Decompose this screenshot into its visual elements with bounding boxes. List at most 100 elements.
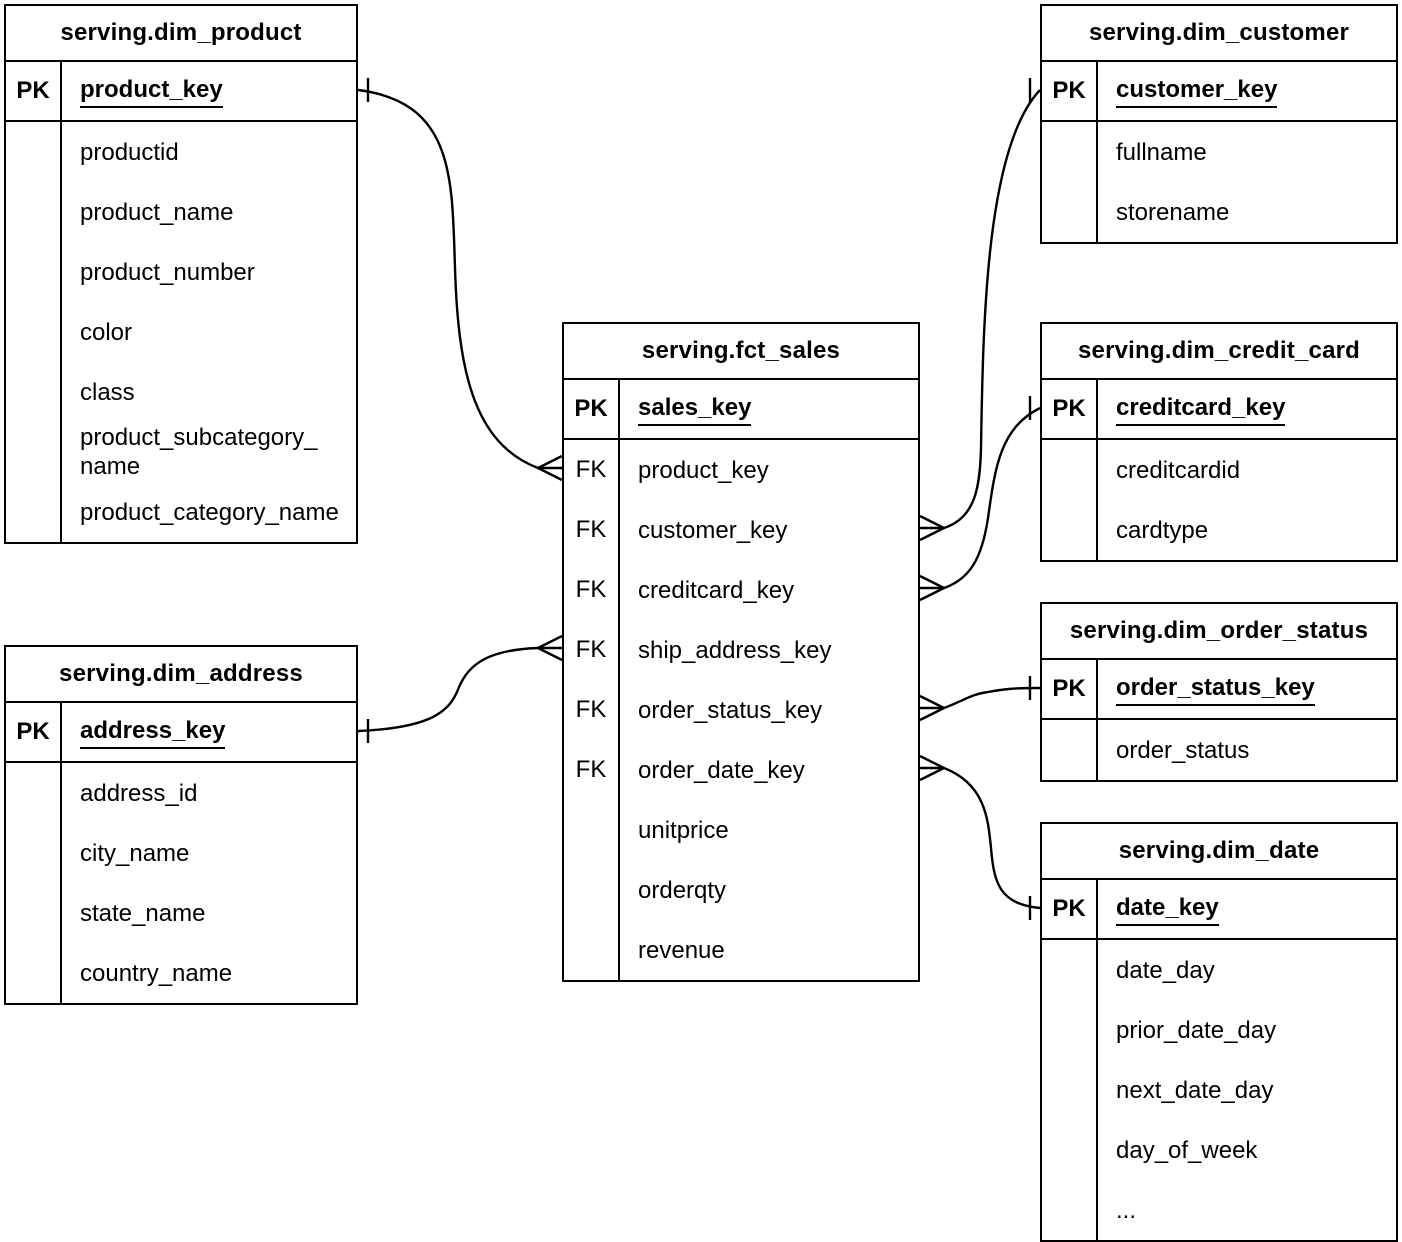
table-title: serving.dim_order_status: [1042, 604, 1396, 660]
relationship-line: [920, 766, 1041, 910]
table-serving-dim-date: serving.dim_date PK date_key date_day pr…: [1040, 822, 1398, 1242]
table-serving-dim-address: serving.dim_address PK address_key addre…: [4, 645, 358, 1005]
many-crowfoot-marker: [919, 754, 945, 782]
field-row: product_name: [80, 198, 234, 226]
table-title: serving.fct_sales: [564, 324, 918, 380]
key-column-spacer: [1042, 1120, 1098, 1180]
pk-field-row: order_status_key: [1098, 660, 1396, 720]
many-crowfoot-marker: [537, 634, 563, 662]
field-row: order_status: [1116, 736, 1250, 764]
pk-field-row: sales_key: [620, 380, 918, 440]
many-crowfoot-marker: [919, 574, 945, 602]
field-row: country_name: [80, 959, 233, 987]
key-column-spacer: [564, 920, 620, 980]
table-title: serving.dim_address: [6, 647, 356, 703]
key-column-spacer: [6, 302, 62, 362]
field-row: prior_date_day: [1116, 1016, 1277, 1044]
field-row: product_subcategory_ name: [80, 424, 318, 480]
key-column-spacer: [564, 860, 620, 920]
field-row: creditcardid: [1116, 456, 1241, 484]
key-column-spacer: [1042, 720, 1098, 780]
table-columns: PK address_key address_id city_name stat…: [6, 703, 356, 1003]
table-columns: PK sales_key FK product_key FK customer_…: [564, 380, 918, 980]
key-column-spacer: [1042, 1060, 1098, 1120]
fk-label: FK: [564, 560, 620, 620]
key-column-spacer: [1042, 1180, 1098, 1240]
field-row: state_name: [80, 899, 206, 927]
many-crowfoot-marker: [919, 694, 945, 722]
table-serving-dim-customer: serving.dim_customer PK customer_key ful…: [1040, 4, 1398, 244]
key-column-spacer: [1042, 940, 1098, 1000]
relationship-fct-sales-dim-credit-card: [919, 396, 1041, 602]
fk-label: FK: [564, 680, 620, 740]
pk-field-row: date_key: [1098, 880, 1396, 940]
field-row: ...: [1116, 1196, 1137, 1224]
key-column-spacer: [6, 943, 62, 1003]
many-crowfoot-marker: [537, 454, 563, 482]
field-row: product_number: [80, 258, 255, 286]
fk-label: FK: [564, 740, 620, 800]
pk-label: PK: [564, 380, 620, 440]
field-row: address_id: [80, 779, 198, 807]
relationship-dim-address-fct-sales: [357, 634, 563, 743]
pk-field-name: product_key: [80, 75, 223, 108]
pk-field-name: customer_key: [1116, 75, 1278, 108]
relationship-line: [357, 88, 562, 470]
pk-field-name: address_key: [80, 716, 226, 749]
field-row: date_day: [1116, 956, 1215, 984]
pk-label: PK: [6, 62, 62, 122]
field-row: product_category_name: [80, 498, 339, 526]
pk-field-row: address_key: [62, 703, 356, 763]
field-row: color: [80, 318, 133, 346]
pk-label: PK: [1042, 380, 1098, 440]
relationship-line: [920, 89, 1041, 530]
pk-field-name: date_key: [1116, 893, 1219, 926]
field-row: orderqty: [638, 876, 727, 904]
field-row: city_name: [80, 839, 190, 867]
pk-field-name: order_status_key: [1116, 673, 1315, 706]
key-column-spacer: [6, 482, 62, 542]
field-row: ship_address_key: [638, 636, 832, 664]
field-row: revenue: [638, 936, 725, 964]
table-columns: PK creditcard_key creditcardid cardtype: [1042, 380, 1396, 560]
fk-label: FK: [564, 440, 620, 500]
field-row: order_date_key: [638, 756, 805, 784]
field-row: creditcard_key: [638, 576, 795, 604]
table-columns: PK order_status_key order_status: [1042, 660, 1396, 780]
fk-label: FK: [564, 500, 620, 560]
relationship-line: [357, 646, 562, 733]
pk-field-row: product_key: [62, 62, 356, 122]
relationship-fct-sales-dim-date: [919, 754, 1041, 920]
field-row: class: [80, 378, 135, 406]
field-row: product_key: [638, 456, 769, 484]
pk-field-name: creditcard_key: [1116, 393, 1286, 426]
field-row: fullname: [1116, 138, 1207, 166]
key-column-spacer: [564, 800, 620, 860]
table-title: serving.dim_customer: [1042, 6, 1396, 62]
relationship-line: [920, 406, 1041, 590]
table-title: serving.dim_product: [6, 6, 356, 62]
field-row: day_of_week: [1116, 1136, 1258, 1164]
field-row: order_status_key: [638, 696, 823, 724]
key-column-spacer: [6, 763, 62, 823]
key-column-spacer: [1042, 440, 1098, 500]
field-row: storename: [1116, 198, 1230, 226]
key-column-spacer: [1042, 182, 1098, 242]
relationship-dim-product-fct-sales: [357, 78, 563, 482]
pk-label: PK: [1042, 880, 1098, 940]
fk-label: FK: [564, 620, 620, 680]
field-row: unitprice: [638, 816, 729, 844]
table-serving-fct-sales: serving.fct_sales PK sales_key FK produc…: [562, 322, 920, 982]
table-title: serving.dim_credit_card: [1042, 324, 1396, 380]
many-crowfoot-marker: [919, 514, 945, 542]
table-serving-dim-order-status: serving.dim_order_status PK order_status…: [1040, 602, 1398, 782]
table-columns: PK date_key date_day prior_date_day next…: [1042, 880, 1396, 1240]
key-column-spacer: [1042, 1000, 1098, 1060]
key-column-spacer: [6, 362, 62, 422]
relationship-fct-sales-dim-customer: [919, 78, 1041, 542]
key-column-spacer: [1042, 500, 1098, 560]
pk-field-row: customer_key: [1098, 62, 1396, 122]
key-column-spacer: [1042, 122, 1098, 182]
key-column-spacer: [6, 182, 62, 242]
